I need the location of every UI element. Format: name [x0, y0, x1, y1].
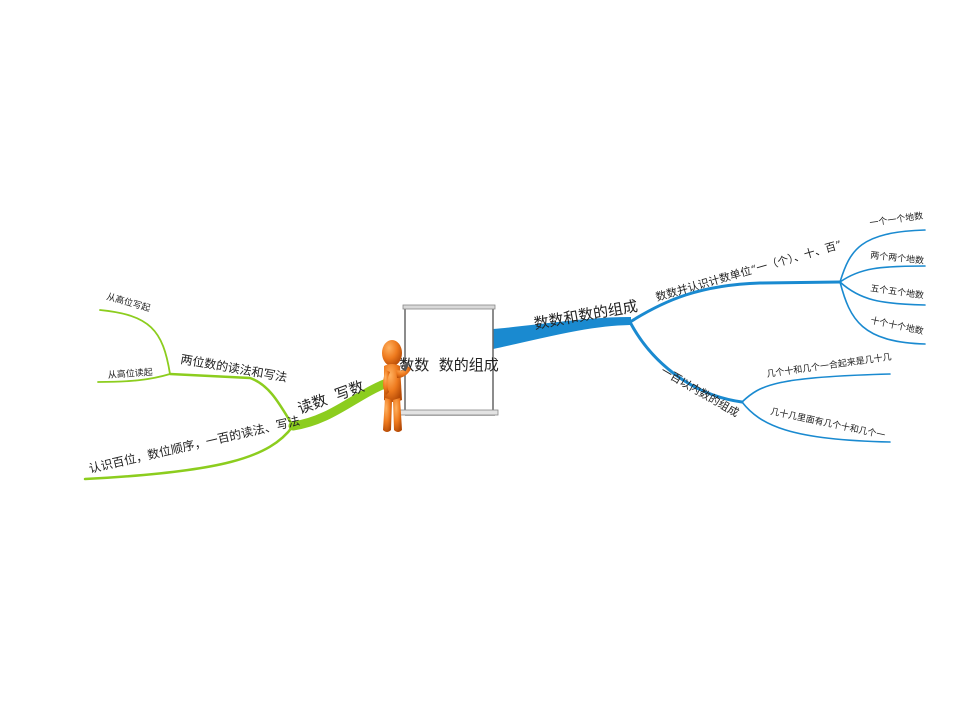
- central-node[interactable]: 数数 数的组成: [382, 304, 499, 432]
- central-title: 数数 数的组成: [399, 356, 499, 374]
- right-leaf-label-3[interactable]: 五个五个地数: [870, 282, 925, 301]
- left-sub-label-1[interactable]: 两位数的读法和写法: [179, 351, 288, 385]
- right-leaf-label-6[interactable]: 几十几里面有几个十和几个一: [769, 405, 886, 441]
- right-leaf-connector-1[interactable]: [839, 229, 926, 283]
- whiteboard-bottom-tray: [399, 409, 499, 416]
- right-sub-connector-1[interactable]: [628, 280, 842, 324]
- left-sub-connector-1[interactable]: [168, 372, 295, 428]
- right-main-branch[interactable]: [492, 316, 631, 350]
- right-sub-label-1[interactable]: 数数并认识计数单位“一（个）、十、百”: [654, 237, 843, 304]
- right-leaf-connector-2[interactable]: [839, 265, 926, 283]
- left-leaf-connector-1[interactable]: [99, 309, 171, 375]
- right-sub-connector-2[interactable]: [628, 320, 744, 404]
- whiteboard-top-rail: [402, 304, 496, 310]
- right-leaf-label-4[interactable]: 十个十个地数: [869, 314, 924, 337]
- right-leaf-connector-3[interactable]: [839, 281, 926, 306]
- right-leaf-connector-6[interactable]: [741, 401, 891, 443]
- left-sub-connector-2[interactable]: [83, 424, 295, 481]
- left-leaf-label-2[interactable]: 从高位读起: [107, 366, 153, 381]
- left-sub-label-2[interactable]: 认识百位，数位顺序，一百的读法、写法: [87, 413, 301, 476]
- right-leaf-label-5[interactable]: 几个十和几个一合起来是几十几: [766, 351, 892, 380]
- right-branch-group: [492, 229, 926, 443]
- left-leaf-connector-2[interactable]: [97, 373, 171, 383]
- right-leaf-label-1[interactable]: 一个一个地数: [869, 210, 924, 229]
- right-leaf-connector-4[interactable]: [839, 281, 926, 345]
- presenter-figure-icon: [382, 340, 411, 432]
- right-sub-label-2[interactable]: 一百以内数的组成: [659, 363, 742, 419]
- right-leaf-connector-5[interactable]: [741, 373, 891, 403]
- right-leaf-label-2[interactable]: 两个两个地数: [870, 249, 925, 267]
